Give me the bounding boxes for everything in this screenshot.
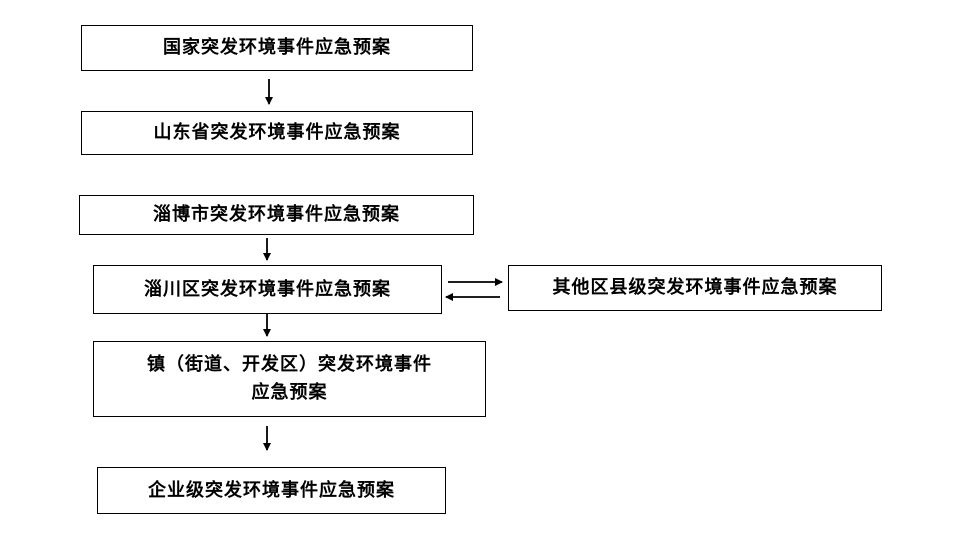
city-plan-box: 淄博市突发环境事件应急预案 xyxy=(79,195,474,235)
district-plan-box: 淄川区突发环境事件应急预案 xyxy=(93,265,442,314)
town-plan-label-line2: 应急预案 xyxy=(251,382,328,403)
enterprise-plan-box: 企业级突发环境事件应急预案 xyxy=(97,467,446,514)
town-plan-label-line1: 镇（街道、开发区）突发环境事件 xyxy=(147,354,432,375)
national-plan-label: 国家突发环境事件应急预案 xyxy=(163,37,391,58)
other-districts-plan-label: 其他区县级突发环境事件应急预案 xyxy=(552,277,838,298)
provincial-plan-label: 山东省突发环境事件应急预案 xyxy=(153,122,401,143)
other-districts-plan-box: 其他区县级突发环境事件应急预案 xyxy=(508,265,882,311)
district-plan-label: 淄川区突发环境事件应急预案 xyxy=(144,278,391,300)
national-plan-box: 国家突发环境事件应急预案 xyxy=(81,25,473,71)
provincial-plan-box: 山东省突发环境事件应急预案 xyxy=(81,111,473,155)
city-plan-label: 淄博市突发环境事件应急预案 xyxy=(153,204,400,225)
town-plan-box: 镇（街道、开发区）突发环境事件 应急预案 xyxy=(93,341,486,417)
enterprise-plan-label: 企业级突发环境事件应急预案 xyxy=(148,479,395,501)
